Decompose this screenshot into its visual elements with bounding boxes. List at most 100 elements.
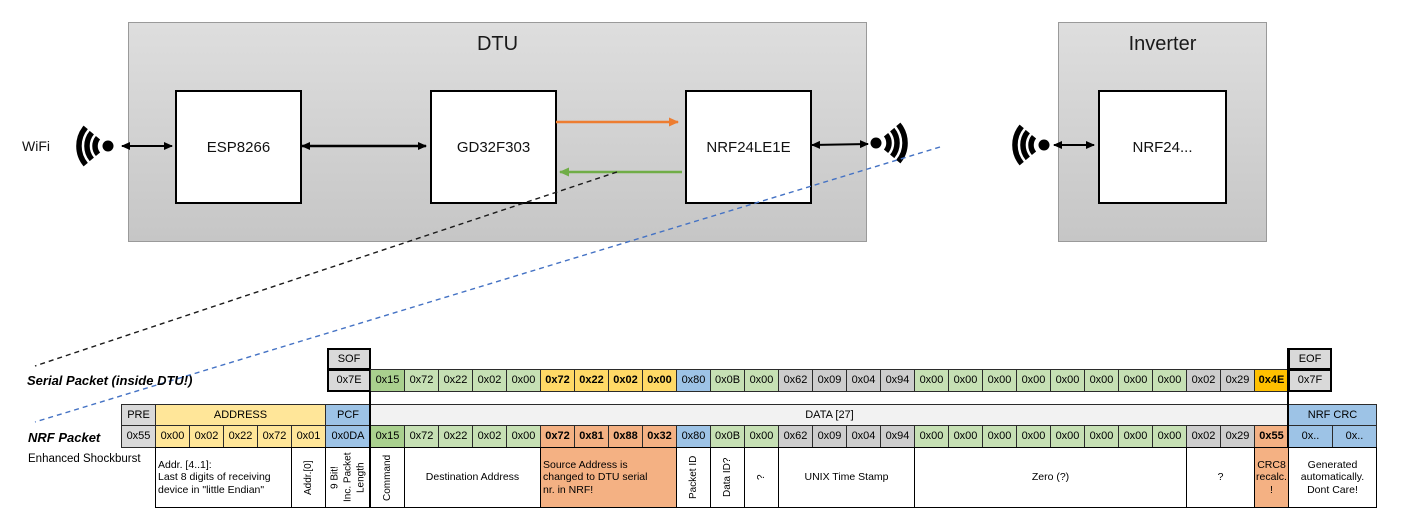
annotation-cell: Source Address is changed to DTU serial …	[540, 447, 677, 508]
byte-cell: 0x00	[642, 369, 677, 392]
byte-cell: 0x02	[472, 425, 507, 448]
annotation-cell: Zero (?)	[914, 447, 1187, 508]
serial-header-row: SOF EOF	[327, 348, 1332, 370]
crc-byte: 0x..	[1332, 425, 1377, 448]
byte-cell: 0x02	[1186, 425, 1221, 448]
byte-cell: 0x32	[642, 425, 677, 448]
byte-cell: 0x55	[1254, 425, 1289, 448]
spacer	[370, 348, 1289, 370]
byte-cell: 0x00	[914, 369, 949, 392]
annotation-cell: Destination Address	[404, 447, 541, 508]
byte-cell: 0x62	[778, 425, 813, 448]
inverter-container: Inverter	[1058, 22, 1267, 242]
byte-cell: 0x09	[812, 425, 847, 448]
byte-cell: 0x72	[540, 425, 575, 448]
byte-cell: 0x01	[291, 425, 326, 448]
byte-cell: 0x80	[676, 425, 711, 448]
byte-cell: 0x00	[948, 425, 983, 448]
annotation-cell: Command	[370, 447, 405, 508]
byte-cell: 0x00	[914, 425, 949, 448]
byte-cell: 0x72	[257, 425, 292, 448]
byte-cell: 0x00	[948, 369, 983, 392]
nrf-packet-label: NRF Packet	[28, 430, 101, 445]
byte-cell: 0x00	[506, 369, 541, 392]
byte-cell: 0x81	[574, 425, 609, 448]
byte-cell: 0x0DA	[325, 425, 371, 448]
wifi-label: WiFi	[22, 138, 50, 154]
inverter-title: Inverter	[1128, 33, 1197, 55]
byte-cell: 0x29	[1220, 369, 1255, 392]
byte-cell: 0x22	[574, 369, 609, 392]
byte-cell: 0x00	[155, 425, 190, 448]
byte-cell: 0x0B	[710, 425, 745, 448]
byte-cell: 0x00	[982, 425, 1017, 448]
byte-cell: 0x80	[676, 369, 711, 392]
byte-cell: 0x22	[438, 369, 473, 392]
wifi-icon-dtu-right	[871, 124, 906, 161]
byte-cell: 0x02	[1186, 369, 1221, 392]
eof-byte: 0x7F	[1288, 369, 1332, 392]
annotation-cell: CRC8 recalc. !	[1254, 447, 1289, 508]
pcf-header: PCF	[325, 404, 371, 426]
serial-packet-label: Serial Packet (inside DTU!)	[27, 373, 193, 388]
byte-cell: 0x02	[472, 369, 507, 392]
chip-gd32f303: GD32F303	[430, 90, 557, 204]
byte-cell: 0x00	[1118, 425, 1153, 448]
byte-cell: 0x00	[506, 425, 541, 448]
wifi-icon-left	[79, 127, 114, 164]
nrf-annotation-row: Addr. [4..1]: Last 8 digits of receiving…	[155, 447, 1377, 508]
sof-header: SOF	[327, 348, 371, 370]
byte-cell: 0x15	[370, 425, 405, 448]
chip-gd32f303-label: GD32F303	[456, 138, 531, 156]
byte-cell: 0x00	[1152, 369, 1187, 392]
byte-cell: 0x0B	[710, 369, 745, 392]
data-header: DATA [27]	[370, 404, 1289, 426]
byte-cell: 0x00	[1084, 369, 1119, 392]
eof-header: EOF	[1288, 348, 1332, 370]
byte-cell: 0x04	[846, 425, 881, 448]
byte-cell: 0x00	[1050, 369, 1085, 392]
byte-cell: 0x00	[1050, 425, 1085, 448]
chip-esp8266-label: ESP8266	[206, 138, 271, 156]
pre-header: PRE	[121, 404, 156, 426]
chip-inverter-nrf24-label: NRF24...	[1132, 138, 1193, 156]
wifi-icon-inverter	[1015, 126, 1050, 163]
annotation-cell: Addr.[0]	[291, 447, 326, 508]
annotation-cell: Data ID?	[710, 447, 745, 508]
byte-cell: 0x88	[608, 425, 643, 448]
annotation-cell: 9 Bit! Inc. Packet Length	[325, 447, 371, 508]
annotation-cell: ?	[1186, 447, 1255, 508]
byte-cell: 0x22	[223, 425, 258, 448]
byte-cell: 0x00	[744, 425, 779, 448]
byte-cell: 0x15	[370, 369, 405, 392]
annotation-cell: UNIX Time Stamp	[778, 447, 915, 508]
byte-cell: 0x00	[1016, 425, 1051, 448]
byte-cell: 0x22	[438, 425, 473, 448]
byte-cell: 0x00	[1152, 425, 1187, 448]
byte-cell: 0x00	[1118, 369, 1153, 392]
crc-header: NRF CRC	[1288, 404, 1377, 426]
annotation-cell: Packet ID	[676, 447, 711, 508]
byte-cell: 0x94	[880, 369, 915, 392]
data-end-divider	[1287, 348, 1289, 448]
annotation-cell: Generated automatically. Dont Care!	[1288, 447, 1377, 508]
annotation-cell: ?	[744, 447, 779, 508]
nrf-annotation-table: Addr. [4..1]: Last 8 digits of receiving…	[155, 447, 1377, 508]
crc-byte: 0x..	[1288, 425, 1333, 448]
byte-cell: 0x72	[404, 425, 439, 448]
byte-cell: 0x29	[1220, 425, 1255, 448]
annotation-cell: Addr. [4..1]: Last 8 digits of receiving…	[155, 447, 292, 508]
sof-byte: 0x7E	[327, 369, 371, 392]
byte-cell: 0x72	[540, 369, 575, 392]
chip-nrf24le1e: NRF24LE1E	[685, 90, 812, 204]
byte-cell: 0x04	[846, 369, 881, 392]
data-start-divider	[369, 391, 371, 508]
byte-cell: 0x00	[1084, 425, 1119, 448]
chip-nrf24le1e-label: NRF24LE1E	[706, 138, 791, 156]
chip-esp8266: ESP8266	[175, 90, 302, 204]
byte-cell: 0x00	[744, 369, 779, 392]
